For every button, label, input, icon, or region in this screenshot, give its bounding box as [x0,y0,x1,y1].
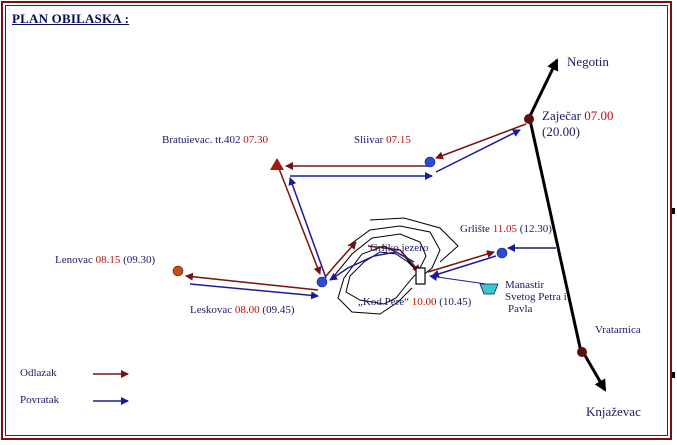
outer-frame [1,1,672,440]
label-bratuievac: Bratuievac. tt.402 07.30 [162,134,268,147]
bratuievac-time: 07.30 [243,134,269,146]
label-kod-pere: „Kod Pere“ 10.00 (10.45) [358,296,471,309]
lenovac-time-return: (09.30) [123,254,156,266]
lenovac-time: 08.15 [95,254,121,266]
manastir-line3: Pavla [508,303,533,315]
ret-manastir-kodpere [429,273,487,285]
ret-leskovac-bratuievac [288,177,327,279]
leskovac-time-return: (09.45) [262,304,295,316]
sliivar-time: 07.15 [386,134,411,146]
label-leskovac: Leskovac 08.00 (09.45) [190,304,294,317]
label-negotin: Negotin [567,54,609,69]
nodes [172,114,587,357]
lenovac-name: Lenovac [55,254,93,266]
departure-routes [185,123,527,291]
kodpere-name: „Kod Pere“ [358,296,410,308]
zajecar-time-return: (20.00) [542,124,580,139]
grliste-time-return: (12.30) [519,223,552,235]
node-bratuievac [270,158,284,170]
return-routes [189,129,556,300]
manastir-line2: Svetog Petra i [505,291,567,303]
dep-kodpere-grliste [427,250,495,273]
page-title: PLAN OBILASKA : [12,11,130,26]
legend-swatches [93,370,129,405]
legend-departure-label: Odlazak [20,367,57,379]
ret-sliivar-zajecar [435,129,521,173]
edge-mark-top [672,208,675,214]
leskovac-time: 08.00 [234,304,260,316]
road-to-negotin [526,58,559,121]
ret-grliste-kodpere [431,255,497,278]
label-vratarnica: Vratarnica [595,324,641,336]
label-manastir: Manastir Svetog Petra i Pavla [505,279,567,315]
road-to-knjazevac [581,351,607,392]
leskovac-name: Leskovac [190,304,233,316]
kodpere-time-return: (10.45) [439,296,472,308]
dep-zajecar-sliivar [435,123,527,160]
sliivar-name: Sliivar [354,134,384,146]
manastir-line1: Manastir [505,279,545,291]
node-sliivar [424,156,436,168]
main-road [526,58,607,392]
kodpere-time: 10.00 [411,296,437,308]
legend-return-label: Povratak [20,394,60,406]
dep-leskovac-jezero [325,241,357,277]
road-zajecar-vratarnica [528,119,583,353]
node-kodpere [415,267,426,285]
node-leskovac [316,276,328,288]
grliste-name: Grlište [460,223,490,235]
node-manastir [479,283,499,295]
ret-lenovac-leskovac [189,283,319,300]
label-knjazevac: Knjaževac [586,404,641,419]
zajecar-name: Zaječar [542,108,581,123]
inner-frame [5,5,668,436]
dep-bratuievac-leskovac [277,165,322,275]
node-lenovac [172,265,184,277]
edge-mark-bottom [672,372,675,378]
label-lenovac: Lenovac 08.15 (09.30) [55,254,155,267]
node-zajecar [524,114,534,124]
zajecar-time: 07.00 [584,108,614,123]
label-grlisko-jezero: Grlјkо jezero [370,242,429,254]
node-grliste [496,247,508,259]
lake-outline [333,217,459,315]
bratuievac-name: Bratuievac. tt.402 [162,134,241,146]
node-vratarnica [577,347,587,357]
label-zajecar: Zaječar 07.00 (20.00) [542,108,613,140]
label-sliivar: Sliivar 07.15 [354,134,411,147]
dep-leskovac-lenovac [185,272,319,291]
label-grliste: Grlište 11.05 (12.30) [460,223,552,236]
grliste-time: 11.05 [492,223,518,235]
ret-kodpere-leskovac [329,251,415,281]
dep-jezero-kodpere [367,245,421,273]
